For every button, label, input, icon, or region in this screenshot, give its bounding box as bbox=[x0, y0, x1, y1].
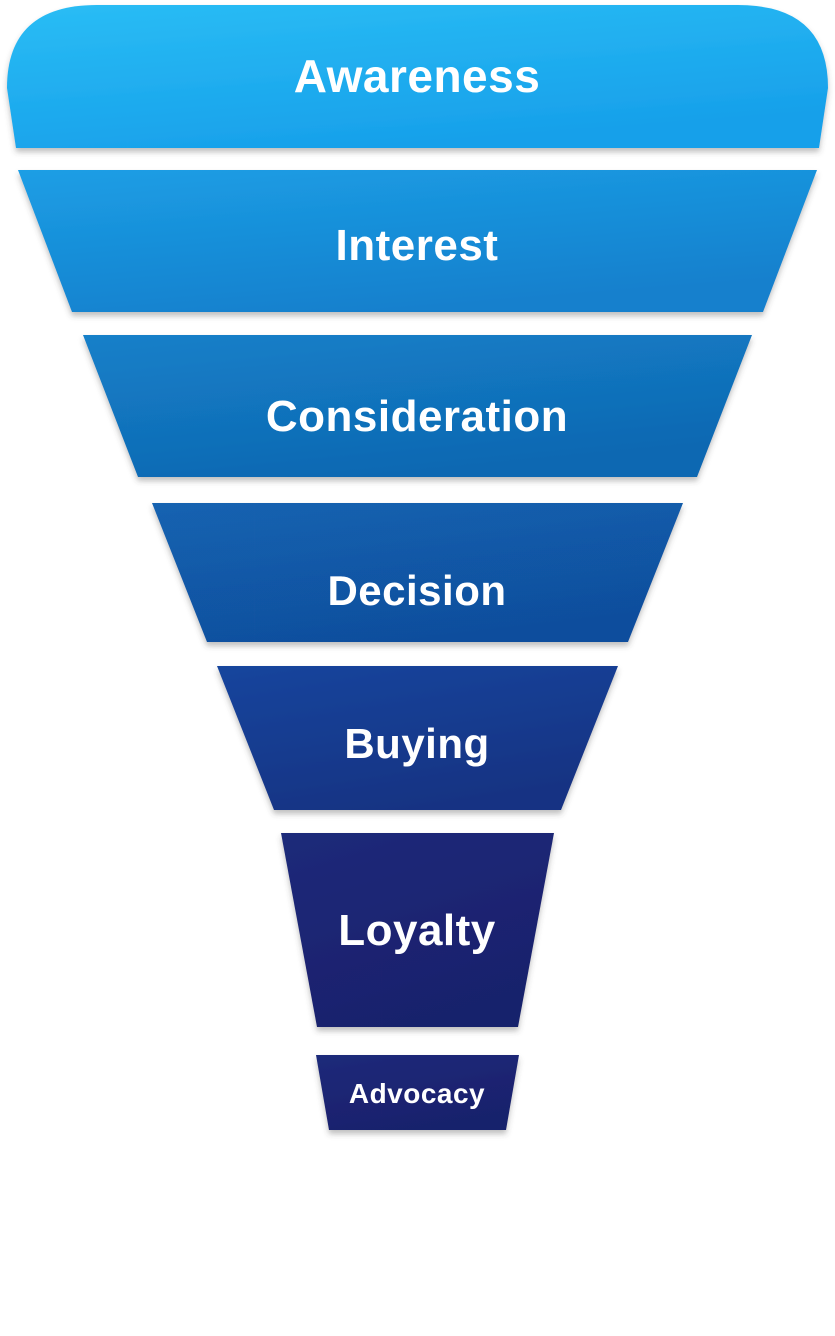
funnel-stage-buying-shape bbox=[217, 666, 618, 810]
funnel-stage-advocacy-label: Advocacy bbox=[349, 1078, 485, 1109]
funnel-stage-awareness-label: Awareness bbox=[294, 50, 541, 102]
funnel-stage-decision: Decision bbox=[152, 503, 683, 642]
funnel-stage-consideration-label: Consideration bbox=[266, 392, 568, 441]
funnel-stage-loyalty: Loyalty bbox=[281, 833, 554, 1027]
funnel-stage-consideration: Consideration bbox=[83, 335, 752, 477]
funnel-stage-awareness-shape bbox=[7, 5, 828, 148]
funnel-stage-buying-label: Buying bbox=[344, 720, 489, 767]
funnel-stage-decision-shape bbox=[152, 503, 683, 642]
funnel-stage-interest-shape bbox=[18, 170, 817, 312]
funnel-stage-decision-label: Decision bbox=[327, 567, 506, 614]
funnel-stage-buying: Buying bbox=[217, 666, 618, 810]
funnel-stage-interest: Interest bbox=[18, 170, 817, 312]
funnel-stage-consideration-shape bbox=[83, 335, 752, 477]
funnel-stage-awareness: Awareness bbox=[7, 5, 828, 148]
funnel-stage-loyalty-shape bbox=[281, 833, 554, 1027]
funnel-stage-interest-label: Interest bbox=[336, 221, 499, 270]
funnel-stage-advocacy-shape bbox=[316, 1055, 519, 1130]
funnel-stage-advocacy: Advocacy bbox=[316, 1055, 519, 1130]
funnel-stage-loyalty-label: Loyalty bbox=[338, 906, 496, 955]
